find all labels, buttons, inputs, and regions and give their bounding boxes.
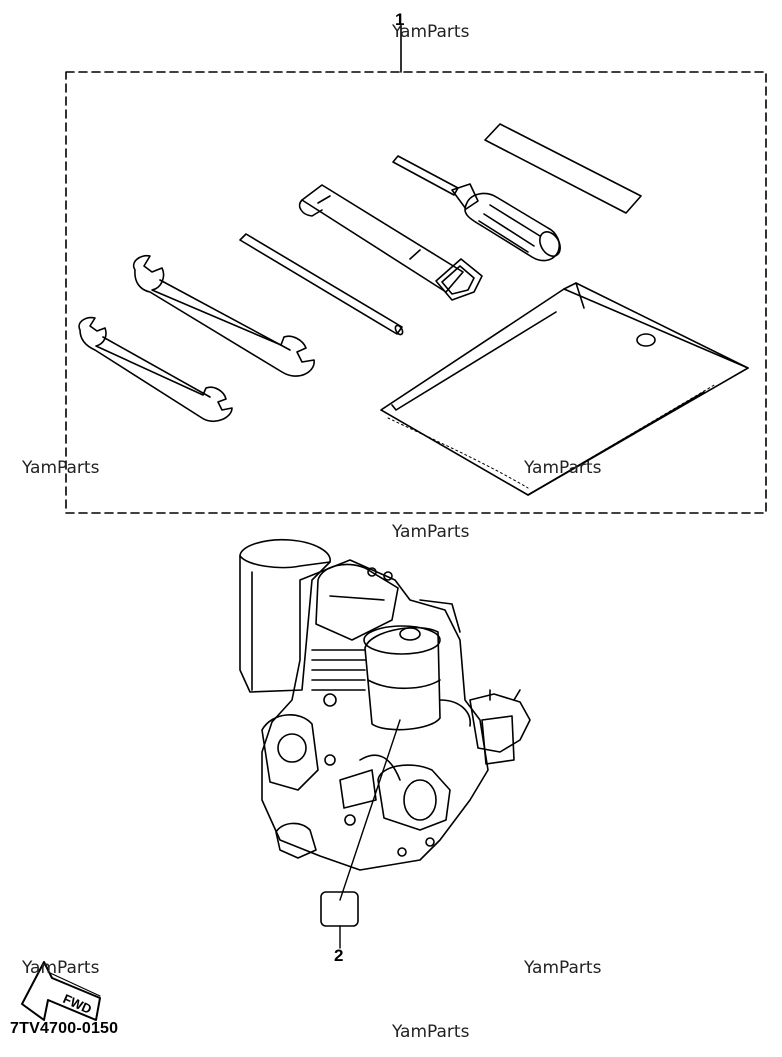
box-wrench — [298, 184, 483, 301]
tool-kit-boundary — [65, 71, 767, 514]
fwd-arrow-icon — [21, 961, 101, 1021]
watermark: YamParts — [392, 1022, 470, 1042]
callout-1: 1 — [395, 10, 405, 29]
tool-kit-label-strip — [484, 123, 642, 214]
diagram-code: 7TV4700-0150 — [10, 1020, 119, 1037]
watermark: YamParts — [392, 522, 470, 542]
tool-bag — [380, 282, 749, 496]
wrench-10-12 — [78, 316, 233, 423]
tommy-bar — [239, 233, 404, 336]
engine-illustration — [239, 538, 531, 871]
watermark: YamParts — [524, 958, 602, 978]
caution-label — [320, 891, 359, 927]
wrench-14-17 — [132, 254, 315, 377]
leader-line-2-engine — [339, 719, 401, 901]
screwdriver — [392, 155, 561, 262]
callout-2: 2 — [334, 946, 344, 965]
watermark: YamParts — [524, 458, 602, 478]
watermark: YamParts — [22, 958, 100, 978]
watermark: YamParts — [22, 458, 100, 478]
watermark: YamParts — [392, 22, 470, 42]
